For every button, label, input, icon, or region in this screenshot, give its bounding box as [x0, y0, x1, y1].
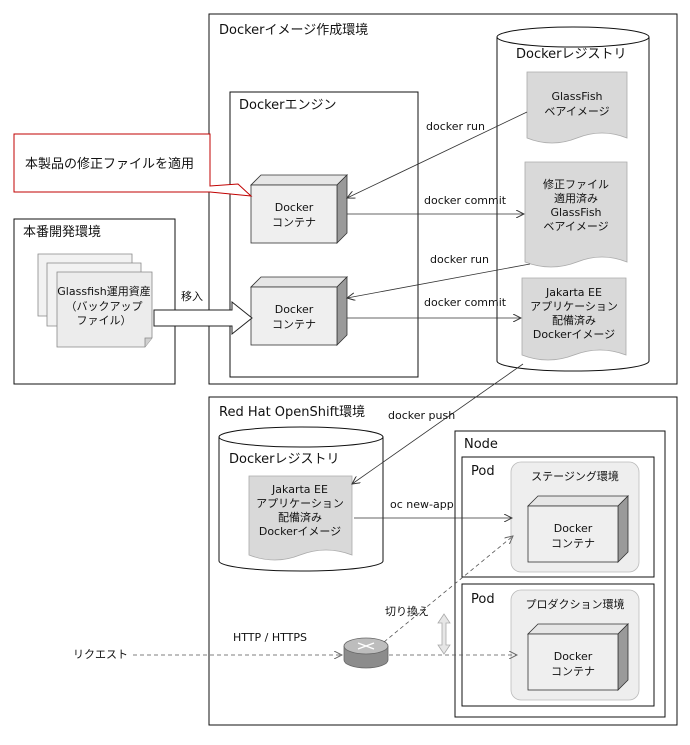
doc-line: Jakarta EE — [545, 286, 602, 299]
doc-line: ベアイメージ — [544, 105, 609, 118]
registry-image-doc: Jakarta EE アプリケーション 配備済み Dockerイメージ — [248, 475, 353, 561]
docker-commit-label: docker commit — [424, 194, 507, 207]
doc-line: GlassFish — [551, 90, 602, 103]
docker-engine-title: Dockerエンジン — [239, 98, 337, 113]
docker-push-label: docker push — [388, 409, 455, 422]
docker-container-cube: Docker コンテナ — [527, 495, 629, 563]
container-label: Docker — [275, 303, 314, 316]
container-label: コンテナ — [551, 665, 595, 678]
container-label: Docker — [275, 201, 314, 214]
switch-arrow — [437, 613, 451, 655]
doc-line: 適用済み — [554, 191, 598, 205]
docker-container-cube: Docker コンテナ — [250, 174, 348, 244]
doc-line: 配備済み — [552, 313, 596, 327]
doc-line: GlassFish — [550, 206, 601, 219]
oc-new-app-label: oc new-app — [390, 498, 454, 511]
container-label: コンテナ — [272, 216, 316, 229]
docker-commit-arrow-2: docker commit — [347, 296, 521, 318]
http-label: HTTP / HTTPS — [233, 631, 307, 644]
registry-image-doc: Jakarta EE アプリケーション 配備済み Dockerイメージ — [521, 277, 627, 361]
oc-new-app-arrow: oc new-app — [354, 498, 512, 518]
doc-line: Dockerイメージ — [533, 328, 615, 341]
node-title: Node — [464, 437, 498, 452]
docker-run-arrow-1: docker run — [347, 111, 528, 198]
router-icon — [343, 637, 389, 669]
backup-doc-line: ファイル） — [77, 314, 132, 327]
backup-doc-line: Glassfish運用資産 — [57, 285, 150, 298]
container-label: コンテナ — [272, 318, 316, 331]
docker-run-label: docker run — [430, 253, 489, 266]
docker-push-arrow: docker push — [352, 363, 524, 484]
openshift-env: Red Hat OpenShift環境 Dockerレジストリ Jakarta … — [208, 396, 678, 726]
doc-line: Dockerイメージ — [259, 525, 341, 538]
doc-line: アプリケーション — [256, 497, 344, 510]
pod-title: Pod — [471, 464, 495, 479]
container-label: Docker — [554, 522, 593, 535]
prod-dev-env: 本番開発環境 Glassfish運用資産 （バックアップ ファイル） — [13, 218, 176, 385]
doc-line: アプリケーション — [530, 300, 618, 313]
request-flow: リクエスト HTTP / HTTPS 切り換え — [73, 536, 517, 669]
openshift-env-title: Red Hat OpenShift環境 — [219, 405, 365, 420]
docker-registry-openshift-title: Dockerレジストリ — [229, 452, 340, 467]
docker-container-cube: Docker コンテナ — [250, 276, 348, 346]
docker-container-cube: Docker コンテナ — [527, 623, 629, 691]
prod-dev-env-title: 本番開発環境 — [23, 225, 101, 240]
doc-line: ベアイメージ — [543, 220, 608, 233]
staging-env-label: ステージング環境 — [531, 469, 619, 483]
callout-text: 本製品の修正ファイルを適用 — [25, 156, 194, 172]
container-label: Docker — [554, 650, 593, 663]
registry-image-doc: GlassFish ベアイメージ — [526, 71, 628, 144]
switch-label: 切り換え — [385, 605, 429, 618]
docker-build-env-title: Dockerイメージ作成環境 — [219, 23, 368, 38]
docker-commit-arrow-1: docker commit — [347, 194, 524, 214]
production-env-label: プロダクション環境 — [526, 597, 625, 611]
docker-run-label: docker run — [426, 120, 485, 133]
registry-image-doc: 修正ファイル 適用済み GlassFish ベアイメージ — [524, 161, 628, 268]
container-label: コンテナ — [551, 537, 595, 550]
docker-run-arrow-2: docker run — [347, 253, 531, 298]
backup-doc-line: （バックアップ — [66, 300, 143, 313]
pod-title: Pod — [471, 592, 495, 607]
migrate-label: 移入 — [181, 290, 203, 303]
request-label: リクエスト — [73, 648, 128, 661]
doc-line: 修正ファイル — [543, 177, 609, 191]
migrate-arrow: 移入 — [153, 290, 253, 336]
callout: 本製品の修正ファイルを適用 — [13, 133, 253, 197]
doc-line: 配備済み — [278, 510, 322, 524]
docker-registry-build-title: Dockerレジストリ — [516, 47, 627, 62]
docker-commit-label: docker commit — [424, 296, 507, 309]
doc-line: Jakarta EE — [271, 483, 328, 496]
